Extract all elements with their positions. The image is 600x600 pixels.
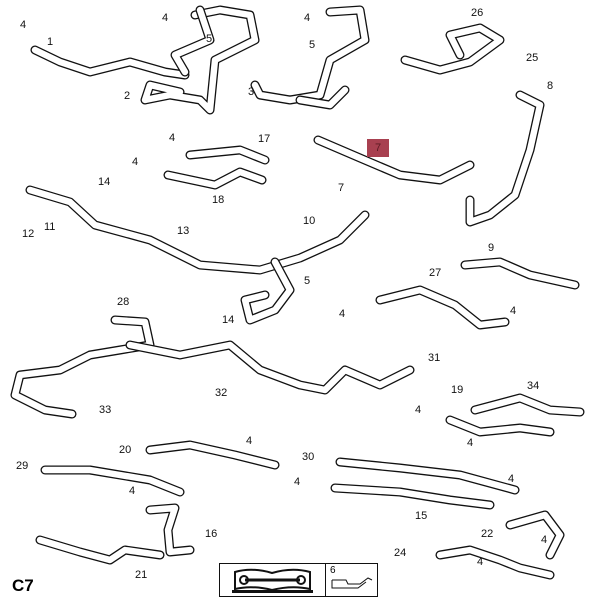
callout-30[interactable]: 30 — [302, 451, 315, 463]
callout-4[interactable]: 4 — [20, 19, 27, 31]
callout-4[interactable]: 4 — [132, 156, 139, 168]
callout-5[interactable]: 5 — [304, 275, 311, 287]
hose-11 — [25, 185, 370, 275]
callout-4[interactable]: 4 — [467, 437, 474, 449]
repair-manual-wrench-icon — [232, 568, 313, 593]
hose-9 — [186, 146, 269, 164]
callout-11[interactable]: 11 — [44, 221, 56, 233]
callout-4[interactable]: 4 — [304, 12, 311, 24]
highlighted-part-7[interactable]: 7 — [367, 139, 389, 157]
callout-5[interactable]: 5 — [206, 33, 213, 45]
callout-2[interactable]: 2 — [124, 90, 131, 102]
hose-3 — [171, 6, 214, 76]
callout-31[interactable]: 31 — [428, 352, 441, 364]
callout-5[interactable]: 5 — [309, 39, 316, 51]
callout-10[interactable]: 10 — [303, 215, 316, 227]
hose-25 — [436, 546, 554, 579]
callout-28[interactable]: 28 — [117, 296, 130, 308]
callout-29[interactable]: 29 — [16, 460, 29, 472]
hose-15 — [11, 316, 154, 418]
callout-22[interactable]: 22 — [481, 528, 494, 540]
callout-4[interactable]: 4 — [477, 556, 484, 568]
callout-4[interactable]: 4 — [129, 485, 136, 497]
hose-11 — [26, 186, 369, 274]
hose-10 — [164, 168, 266, 189]
callout-34[interactable]: 34 — [527, 380, 540, 392]
hose-7 — [466, 91, 544, 226]
hose-23 — [146, 504, 194, 556]
callout-4[interactable]: 4 — [415, 404, 422, 416]
callout-4[interactable]: 4 — [294, 476, 301, 488]
hose-22 — [331, 484, 494, 509]
callout-18[interactable]: 18 — [212, 194, 225, 206]
hose-19 — [146, 441, 279, 469]
callout-1[interactable]: 1 — [47, 36, 54, 48]
callout-9[interactable]: 9 — [488, 242, 495, 254]
callout-33[interactable]: 33 — [99, 404, 112, 416]
hose-15 — [10, 315, 155, 419]
callout-8[interactable]: 8 — [547, 80, 554, 92]
hose-1 — [31, 46, 189, 79]
callout-32[interactable]: 32 — [215, 387, 228, 399]
callout-3[interactable]: 3 — [248, 86, 255, 98]
hose-14 — [376, 286, 509, 329]
callout-12[interactable]: 12 — [22, 228, 35, 240]
callout-7[interactable]: 7 — [338, 182, 345, 194]
callout-13[interactable]: 13 — [177, 225, 190, 237]
hose-6 — [401, 24, 504, 74]
engine-outline-icon — [331, 577, 373, 589]
callout-24[interactable]: 24 — [394, 547, 407, 559]
hose-24 — [36, 536, 164, 564]
hose-4 — [251, 6, 369, 104]
hose-8 — [314, 136, 474, 184]
callout-19[interactable]: 19 — [451, 384, 464, 396]
legend-box: 6 — [219, 563, 378, 597]
hose-20 — [41, 466, 184, 496]
callout-4[interactable]: 4 — [508, 473, 515, 485]
hose-26 — [506, 511, 564, 559]
callout-4[interactable]: 4 — [510, 305, 517, 317]
legend-reference: 6 — [330, 565, 336, 576]
callout-27[interactable]: 27 — [429, 267, 442, 279]
callout-14[interactable]: 14 — [98, 176, 111, 188]
hose-5 — [296, 86, 349, 109]
hose-2 — [141, 6, 259, 114]
hose-18 — [446, 416, 554, 436]
callout-20[interactable]: 20 — [119, 444, 132, 456]
callout-26[interactable]: 26 — [471, 7, 484, 19]
callout-21[interactable]: 21 — [135, 569, 148, 581]
callout-4[interactable]: 4 — [246, 435, 253, 447]
callout-15[interactable]: 15 — [415, 510, 428, 522]
callout-14[interactable]: 14 — [222, 314, 235, 326]
callout-25[interactable]: 25 — [526, 52, 539, 64]
hose-16 — [126, 341, 414, 394]
callout-4[interactable]: 4 — [169, 132, 176, 144]
callout-16[interactable]: 16 — [205, 528, 218, 540]
section-code: C7 — [12, 576, 34, 595]
hose-17 — [471, 394, 584, 416]
hose-21 — [336, 458, 519, 494]
hose-12 — [241, 258, 294, 324]
callout-4[interactable]: 4 — [541, 534, 548, 546]
callout-17[interactable]: 17 — [258, 133, 271, 145]
callout-4[interactable]: 4 — [162, 12, 169, 24]
callout-4[interactable]: 4 — [339, 308, 346, 320]
hose-13 — [461, 258, 579, 289]
